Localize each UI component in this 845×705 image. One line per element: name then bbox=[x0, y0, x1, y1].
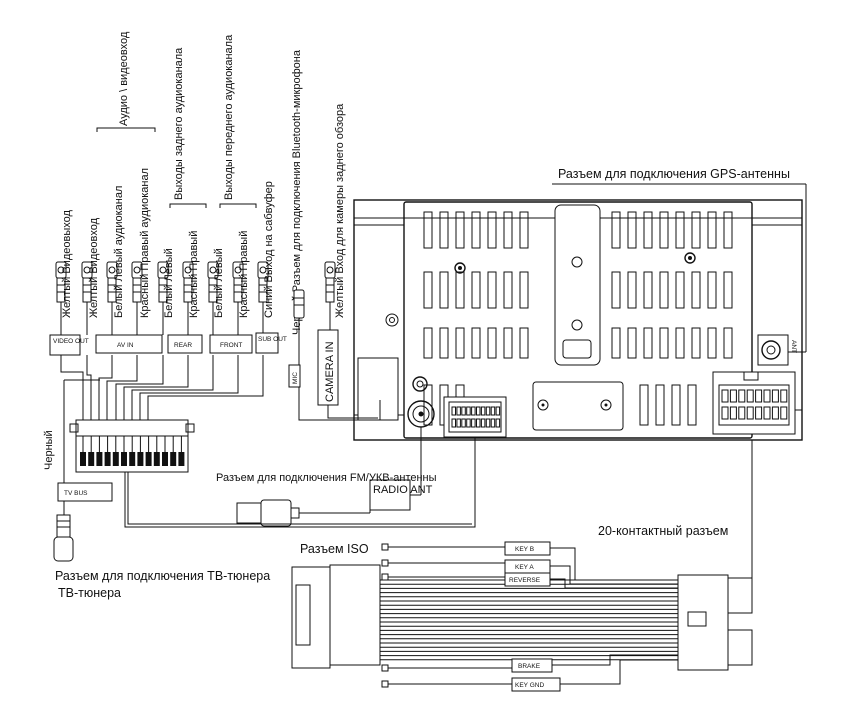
rca-wires bbox=[60, 355, 264, 420]
vent-slots bbox=[423, 211, 733, 426]
20-pin-socket bbox=[443, 396, 507, 438]
20-pin-callout: 20-контактный разъем bbox=[598, 524, 728, 538]
rca-wire-label: Белый Левый аудиоканал bbox=[113, 186, 125, 318]
av-in-box: AV IN bbox=[117, 342, 134, 349]
rca-wire-label: Красный Правый bbox=[188, 231, 200, 318]
tv-tuner-callout-2: ТВ-тюнера bbox=[58, 586, 121, 600]
video-out-box: VIDEO OUT bbox=[53, 338, 89, 345]
fm-antenna-cable: RADIO ANT bbox=[236, 427, 433, 527]
rca-wire-label: Красный Правый bbox=[238, 231, 250, 318]
gps-callout: Разъем для подключения GPS-антенны bbox=[558, 167, 790, 181]
rca-plug-icon bbox=[81, 261, 93, 335]
port-boxes: VIDEO OUT AV IN REAR FRONT SUB OUT MIC C… bbox=[49, 329, 339, 406]
rca-plug-icon bbox=[106, 261, 118, 335]
rca-plug-icon bbox=[157, 261, 169, 335]
brake-tag: BRAKE bbox=[518, 663, 541, 670]
iso-connector bbox=[291, 564, 381, 669]
mic-box: MIC bbox=[292, 372, 299, 384]
radio-ant-box: RADIO ANT bbox=[373, 484, 433, 496]
screw-icon bbox=[684, 252, 696, 264]
center-bracket bbox=[554, 204, 601, 366]
rca-plug-icon bbox=[131, 261, 143, 335]
aux-jack-icon bbox=[412, 376, 428, 392]
rca-plug-icon bbox=[232, 261, 244, 335]
iso-callout: Разъем ISO bbox=[300, 542, 369, 556]
harness-tags: KEY B KEY A REVERSE BRAKE KEY GND bbox=[504, 541, 561, 692]
rca-wire-label: Желтый Видеовыход bbox=[61, 210, 73, 318]
rca-plug-icon bbox=[324, 261, 336, 335]
rca-wire-label: Черный Разъем для подключения Bluetooth-… bbox=[291, 49, 303, 335]
rear-group-label: Выходы заднего аудиоканала bbox=[173, 47, 185, 200]
camera-in-box: CAMERA IN bbox=[324, 341, 336, 402]
tv-tuner-callout: Разъем для подключения ТВ-тюнера bbox=[55, 569, 270, 583]
tv-bus-wire-label: Черный bbox=[43, 430, 55, 470]
rca-wire-label: Белый Левый bbox=[213, 248, 225, 318]
fm-antenna-callout: Разъем для подключения FM/УКВ-антенны bbox=[216, 472, 437, 484]
sub-out-box: SUB OUT bbox=[258, 336, 287, 343]
rca-wire-label: Красный Правый аудиоканал bbox=[139, 168, 151, 318]
mount-plate bbox=[532, 381, 624, 431]
iso-socket-on-unit bbox=[712, 371, 796, 435]
rca-plug-icon bbox=[207, 261, 219, 335]
av-multipin-connector bbox=[69, 419, 195, 473]
front-box: FRONT bbox=[220, 342, 242, 349]
rca-wire-label: Желтый Видеовход bbox=[88, 217, 100, 318]
head-unit-rear-panel: ANT bbox=[353, 199, 803, 441]
ant-label: ANT bbox=[790, 340, 797, 353]
reverse-tag: REVERSE bbox=[509, 577, 541, 584]
tv-bus-box: TV BUS bbox=[64, 490, 88, 497]
av-in-group-label: Аудио \ видеовход bbox=[118, 31, 130, 126]
rca-wire-label: Белый Левый bbox=[163, 248, 175, 318]
screw-icon bbox=[454, 262, 466, 274]
key-gnd-tag: KEY GND bbox=[515, 682, 544, 689]
key-a-tag: KEY A bbox=[515, 564, 534, 571]
rca-connectors bbox=[55, 261, 336, 335]
front-group-label: Выходы переднего аудиоканала bbox=[223, 34, 235, 200]
rca-wire-label: Желтый Вход для камеры заднего обзора bbox=[334, 103, 346, 318]
group-braces bbox=[96, 127, 257, 208]
rear-box: REAR bbox=[174, 342, 192, 349]
tv-bus: TV BUS Черный bbox=[43, 379, 113, 562]
rca-plug-icon bbox=[182, 261, 194, 335]
key-b-tag: KEY B bbox=[515, 546, 534, 553]
rca-plug-icon bbox=[55, 261, 67, 335]
harness-plug bbox=[677, 574, 753, 671]
main-cable bbox=[124, 437, 476, 528]
rca-plug-icon bbox=[257, 261, 269, 335]
gps-antenna-socket bbox=[761, 340, 781, 360]
rca-wire-label: Синий Выход на сабвуфер bbox=[263, 181, 275, 318]
mic-plug-icon bbox=[293, 289, 305, 365]
